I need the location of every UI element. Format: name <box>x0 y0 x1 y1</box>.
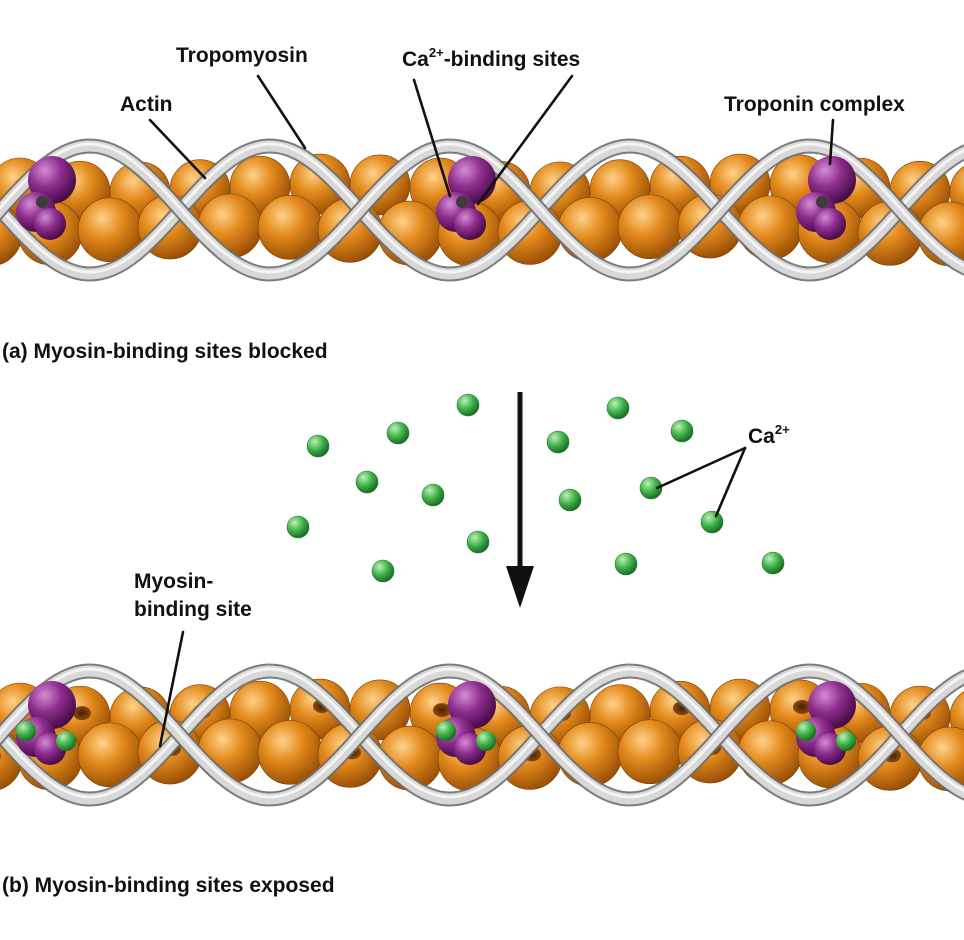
calcium-ion <box>306 434 330 458</box>
calcium-ion <box>639 476 663 500</box>
ca-binding-site-empty <box>36 196 48 208</box>
calcium-ion <box>386 421 410 445</box>
thin-filament-exposed <box>0 663 964 807</box>
tropomyosin-sheen <box>0 142 964 274</box>
troponin-complex <box>436 156 496 240</box>
ca-binding-suffix: -binding sites <box>444 48 581 71</box>
troponin-complexes-b <box>16 681 856 765</box>
free-calcium-ions <box>286 393 785 583</box>
bound-calcium-ion <box>476 731 496 751</box>
myosin-binding-site <box>73 706 91 721</box>
troponin-subunit <box>454 208 486 240</box>
calcium-ion <box>286 515 310 539</box>
ca-site-leader-1 <box>412 78 452 198</box>
calcium-ion <box>355 470 379 494</box>
troponin-complex <box>16 156 76 240</box>
bound-calcium-ion <box>16 721 36 741</box>
bound-calcium-ion <box>796 721 816 741</box>
ca-ion-leader-1 <box>655 446 747 490</box>
troponin-complex-label: Troponin complex <box>724 93 905 116</box>
tropomyosin-label: Tropomyosin <box>176 44 308 67</box>
actin-label: Actin <box>120 93 173 116</box>
myosin-site-leader <box>158 630 185 748</box>
panel-a-caption: (a) Myosin-binding sites blocked <box>2 340 328 363</box>
ca-binding-site-empty <box>816 196 828 208</box>
bound-calcium-ion <box>836 731 856 751</box>
tropomyosin-sheen <box>0 667 964 799</box>
tropomyosin-sheen <box>0 142 964 274</box>
ca-site-leader-2 <box>476 74 574 206</box>
calcium-ion-label: Ca2+ <box>748 422 790 448</box>
actin-leader <box>148 118 207 180</box>
myosin-binding-label-line1: Myosin- <box>134 570 213 593</box>
calcium-ion <box>421 483 445 507</box>
calcium-ion <box>761 551 785 575</box>
troponin-subunit <box>448 681 496 729</box>
troponin-subunit <box>814 208 846 240</box>
troponin-complex <box>436 681 496 765</box>
calcium-ion-base: Ca <box>748 425 775 448</box>
troponin-complex <box>16 681 76 765</box>
tropomyosin-sheen <box>0 667 964 799</box>
ca-ion-leader-2 <box>714 446 747 518</box>
ca-binding-superscript: 2+ <box>429 45 444 60</box>
calcium-ion <box>546 430 570 454</box>
calcium-ion <box>606 396 630 420</box>
tropomyosin-strand-b <box>0 663 964 807</box>
tropomyosin-strand-a <box>0 138 964 282</box>
myosin-binding-site <box>793 699 811 714</box>
calcium-ion-superscript: 2+ <box>775 422 790 437</box>
tropomyosin-leader <box>256 74 307 150</box>
troponin-complex <box>796 681 856 765</box>
leader-lines <box>148 74 835 748</box>
myosin-binding-site <box>0 752 1 760</box>
troponin-subunit <box>34 208 66 240</box>
ca-binding-sites-label: Ca2+-binding sites <box>402 45 580 71</box>
calcium-ion <box>614 552 638 576</box>
troponin-complex <box>796 156 856 240</box>
troponin-subunit <box>808 681 856 729</box>
calcium-ion <box>456 393 480 417</box>
troponin-subunit <box>808 156 856 204</box>
calcium-ion <box>371 559 395 583</box>
troponin-subunit <box>28 681 76 729</box>
transition-arrow <box>506 392 534 608</box>
panel-b-caption: (b) Myosin-binding sites exposed <box>2 874 335 897</box>
ca-binding-site-empty <box>456 196 468 208</box>
calcium-ion <box>466 530 490 554</box>
calcium-ion <box>700 510 724 534</box>
ca-binding-prefix: Ca <box>402 48 429 71</box>
thin-filament-blocked <box>0 138 964 282</box>
calcium-ion <box>670 419 694 443</box>
myosin-binding-label-line2: binding site <box>134 598 252 621</box>
bound-calcium-ion <box>436 721 456 741</box>
troponin-subunit <box>28 156 76 204</box>
calcium-ion <box>558 488 582 512</box>
bound-calcium-ion <box>56 731 76 751</box>
troponin-leader <box>828 118 835 166</box>
myosin-binding-site <box>433 703 451 718</box>
troponin-complexes-a <box>16 156 856 240</box>
troponin-subunit <box>448 156 496 204</box>
